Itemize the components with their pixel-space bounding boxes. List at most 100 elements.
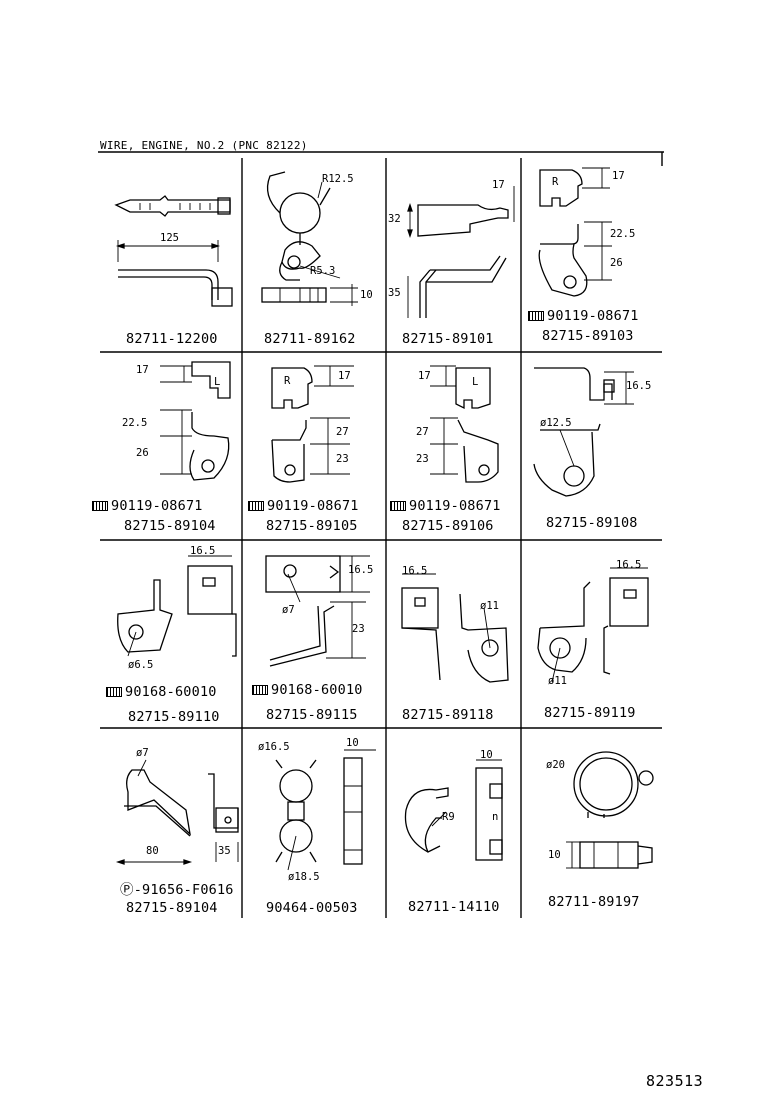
bracket-letter: L: [472, 376, 479, 388]
dim-label: 26: [610, 257, 623, 269]
dim-label: 26: [136, 447, 149, 459]
part-drawing-82715-89119: [537, 567, 649, 683]
part-drawing-82711-89162: [261, 171, 358, 306]
part-number: 90464-00503: [266, 900, 358, 916]
dim-label: 17: [612, 170, 625, 182]
bolt-icon: [390, 501, 406, 511]
part-drawing-82715-89115: [265, 555, 370, 667]
dim-label: 10: [548, 849, 561, 861]
bolt-icon: [92, 501, 108, 511]
part-drawing-82715-89101: [407, 186, 515, 318]
dim-label: ø18.5: [288, 871, 320, 883]
bolt-callout: Ⓟ-91656-F0616: [120, 882, 234, 898]
bolt-callout: 90119-08671: [248, 498, 359, 514]
part-drawing-82715-89103: [538, 167, 612, 297]
part-number: 82711-14110: [408, 899, 500, 915]
reference-number: 823513: [646, 1072, 704, 1090]
dim-label: 23: [416, 453, 429, 465]
bolt-icon: [528, 311, 544, 321]
bracket-letter: L: [214, 376, 221, 388]
bracket-letter: R: [552, 176, 559, 188]
bolt-callout: 90119-08671: [92, 498, 203, 514]
dim-label: 22.5: [610, 228, 636, 240]
part-drawing-82715-89104: [160, 361, 231, 481]
part-drawing-82715-89104-b: [115, 759, 239, 865]
part-number: 82711-12200: [126, 331, 218, 347]
dim-label: ø7: [136, 747, 149, 759]
bolt-part-number: 90119-08671: [111, 498, 203, 514]
part-drawing-82715-89110: [117, 555, 237, 657]
dim-label: 17: [338, 370, 351, 382]
dim-label: 22.5: [122, 417, 148, 429]
dim-label: 16.5: [190, 545, 216, 557]
part-number: 82715-89108: [546, 515, 638, 531]
dim-label: 10: [360, 289, 373, 301]
dim-label: 35: [388, 287, 401, 299]
dim-label: 27: [416, 426, 429, 438]
bolt-part-number: 90168-60010: [271, 682, 363, 698]
dim-label: R5.3: [310, 265, 336, 277]
dim-label: ø7: [282, 604, 295, 616]
dim-label: n: [492, 811, 499, 823]
dim-label: 17: [492, 179, 505, 191]
dim-label: ø16.5: [258, 741, 290, 753]
bolt-icon: [252, 685, 268, 695]
circled-marker-icon: Ⓟ-: [120, 882, 143, 898]
part-number: 82711-89197: [548, 894, 640, 910]
dim-label: 27: [336, 426, 349, 438]
part-drawing-82711-14110: [404, 759, 503, 861]
dim-label: 16.5: [626, 380, 652, 392]
bolt-callout: 90168-60010: [252, 682, 363, 698]
bolt-icon: [106, 687, 122, 697]
bolt-callout: 90168-60010: [106, 684, 217, 700]
part-drawing-82715-89118: [401, 573, 509, 683]
dim-label: 10: [346, 737, 359, 749]
dim-label: 16.5: [348, 564, 374, 576]
part-drawing-82715-89108: [533, 367, 634, 497]
bolt-part-number: 91656-F0616: [142, 882, 234, 898]
dim-label: 23: [336, 453, 349, 465]
dim-label: 16.5: [402, 565, 428, 577]
bolt-callout: 90119-08671: [390, 498, 501, 514]
grid-frame: [98, 151, 664, 918]
dim-label: 125: [160, 232, 179, 244]
bolt-part-number: 90119-08671: [547, 308, 639, 324]
part-number: 82715-89115: [266, 707, 358, 723]
part-number: 82715-89105: [266, 518, 358, 534]
bolt-callout: 90119-08671: [528, 308, 639, 324]
dim-label: R12.5: [322, 173, 354, 185]
bolt-part-number: 90168-60010: [125, 684, 217, 700]
part-number: 82715-89101: [402, 331, 494, 347]
bolt-icon: [248, 501, 264, 511]
dim-label: ø12.5: [540, 417, 572, 429]
dim-label: ø11: [548, 675, 567, 687]
dim-label: 23: [352, 623, 365, 635]
dim-label: 17: [418, 370, 431, 382]
part-number: 82711-89162: [264, 331, 356, 347]
bracket-letter: R: [284, 375, 291, 387]
part-drawing-82711-12200: [114, 195, 233, 307]
dim-label: 35: [218, 845, 231, 857]
dim-label: 32: [388, 213, 401, 225]
part-drawing-82711-89197: [566, 751, 654, 869]
dim-label: R9: [442, 811, 455, 823]
dim-label: 80: [146, 845, 159, 857]
bolt-part-number: 90119-08671: [409, 498, 501, 514]
dim-label: ø20: [546, 759, 565, 771]
dim-label: ø11: [480, 600, 499, 612]
dim-label: 10: [480, 749, 493, 761]
dim-label: 16.5: [616, 559, 642, 571]
part-number: 82715-89119: [544, 705, 636, 721]
bolt-part-number: 90119-08671: [267, 498, 359, 514]
part-drawing-82715-89105: [271, 365, 354, 483]
part-number: 82715-89104: [126, 900, 218, 916]
dim-label: 17: [136, 364, 149, 376]
part-number: 82715-89106: [402, 518, 494, 534]
part-number: 82715-89104: [124, 518, 216, 534]
part-drawing-82715-89106: [430, 365, 499, 483]
part-number: 82715-89110: [128, 709, 220, 725]
diagram-title: WIRE, ENGINE, NO.2 (PNC 82122): [100, 139, 308, 152]
part-drawing-90464-00503: [275, 749, 376, 871]
part-number: 82715-89103: [542, 328, 634, 344]
